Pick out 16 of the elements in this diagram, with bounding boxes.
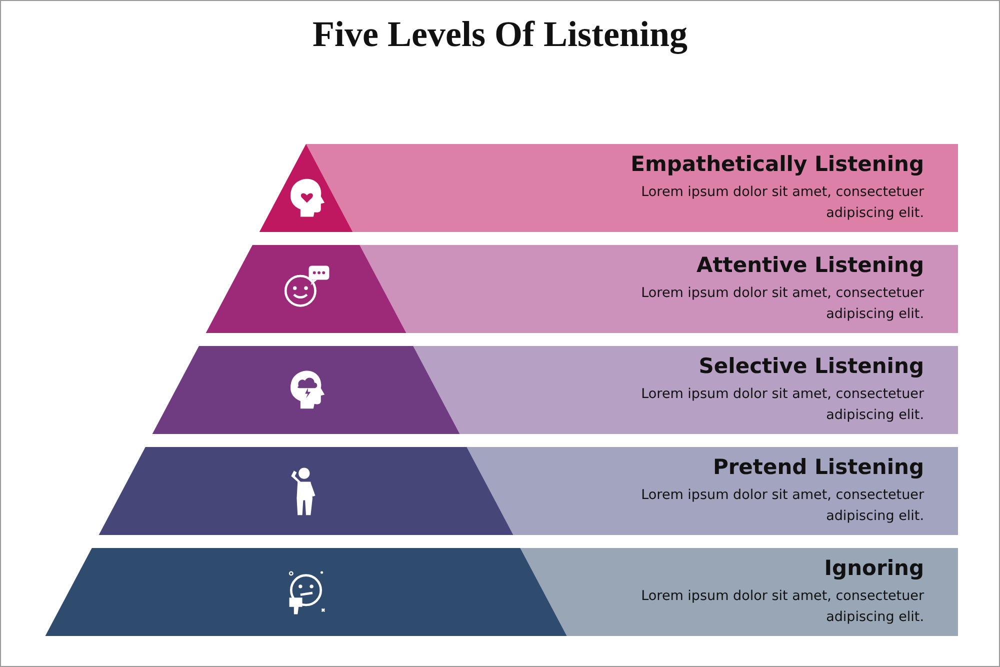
pyramid-level: [98, 447, 958, 535]
pyramid-level: [45, 548, 958, 636]
pyramid-level: [259, 144, 958, 232]
level-heading: Selective Listening: [698, 354, 924, 378]
level-heading: Pretend Listening: [712, 455, 924, 479]
level-heading: Empathetically Listening: [630, 152, 924, 176]
level-description: Lorem ipsum dolor sit amet, consectetuer adipiscing elit.: [640, 385, 924, 425]
level-description: Lorem ipsum dolor sit amet, consectetuer adipiscing elit.: [640, 486, 924, 526]
level-description: Lorem ipsum dolor sit amet, consectetuer adipiscing elit.: [640, 284, 924, 324]
level-description: Lorem ipsum dolor sit amet, consectetuer adipiscing elit.: [640, 183, 924, 223]
level-description: Lorem ipsum dolor sit amet, consectetuer adipiscing elit.: [640, 587, 924, 627]
pyramid-level: [152, 346, 958, 434]
level-heading: Ignoring: [824, 556, 924, 580]
pyramid-level: [205, 245, 958, 333]
title: Five Levels Of Listening: [312, 13, 688, 55]
level-heading: Attentive Listening: [696, 253, 924, 277]
